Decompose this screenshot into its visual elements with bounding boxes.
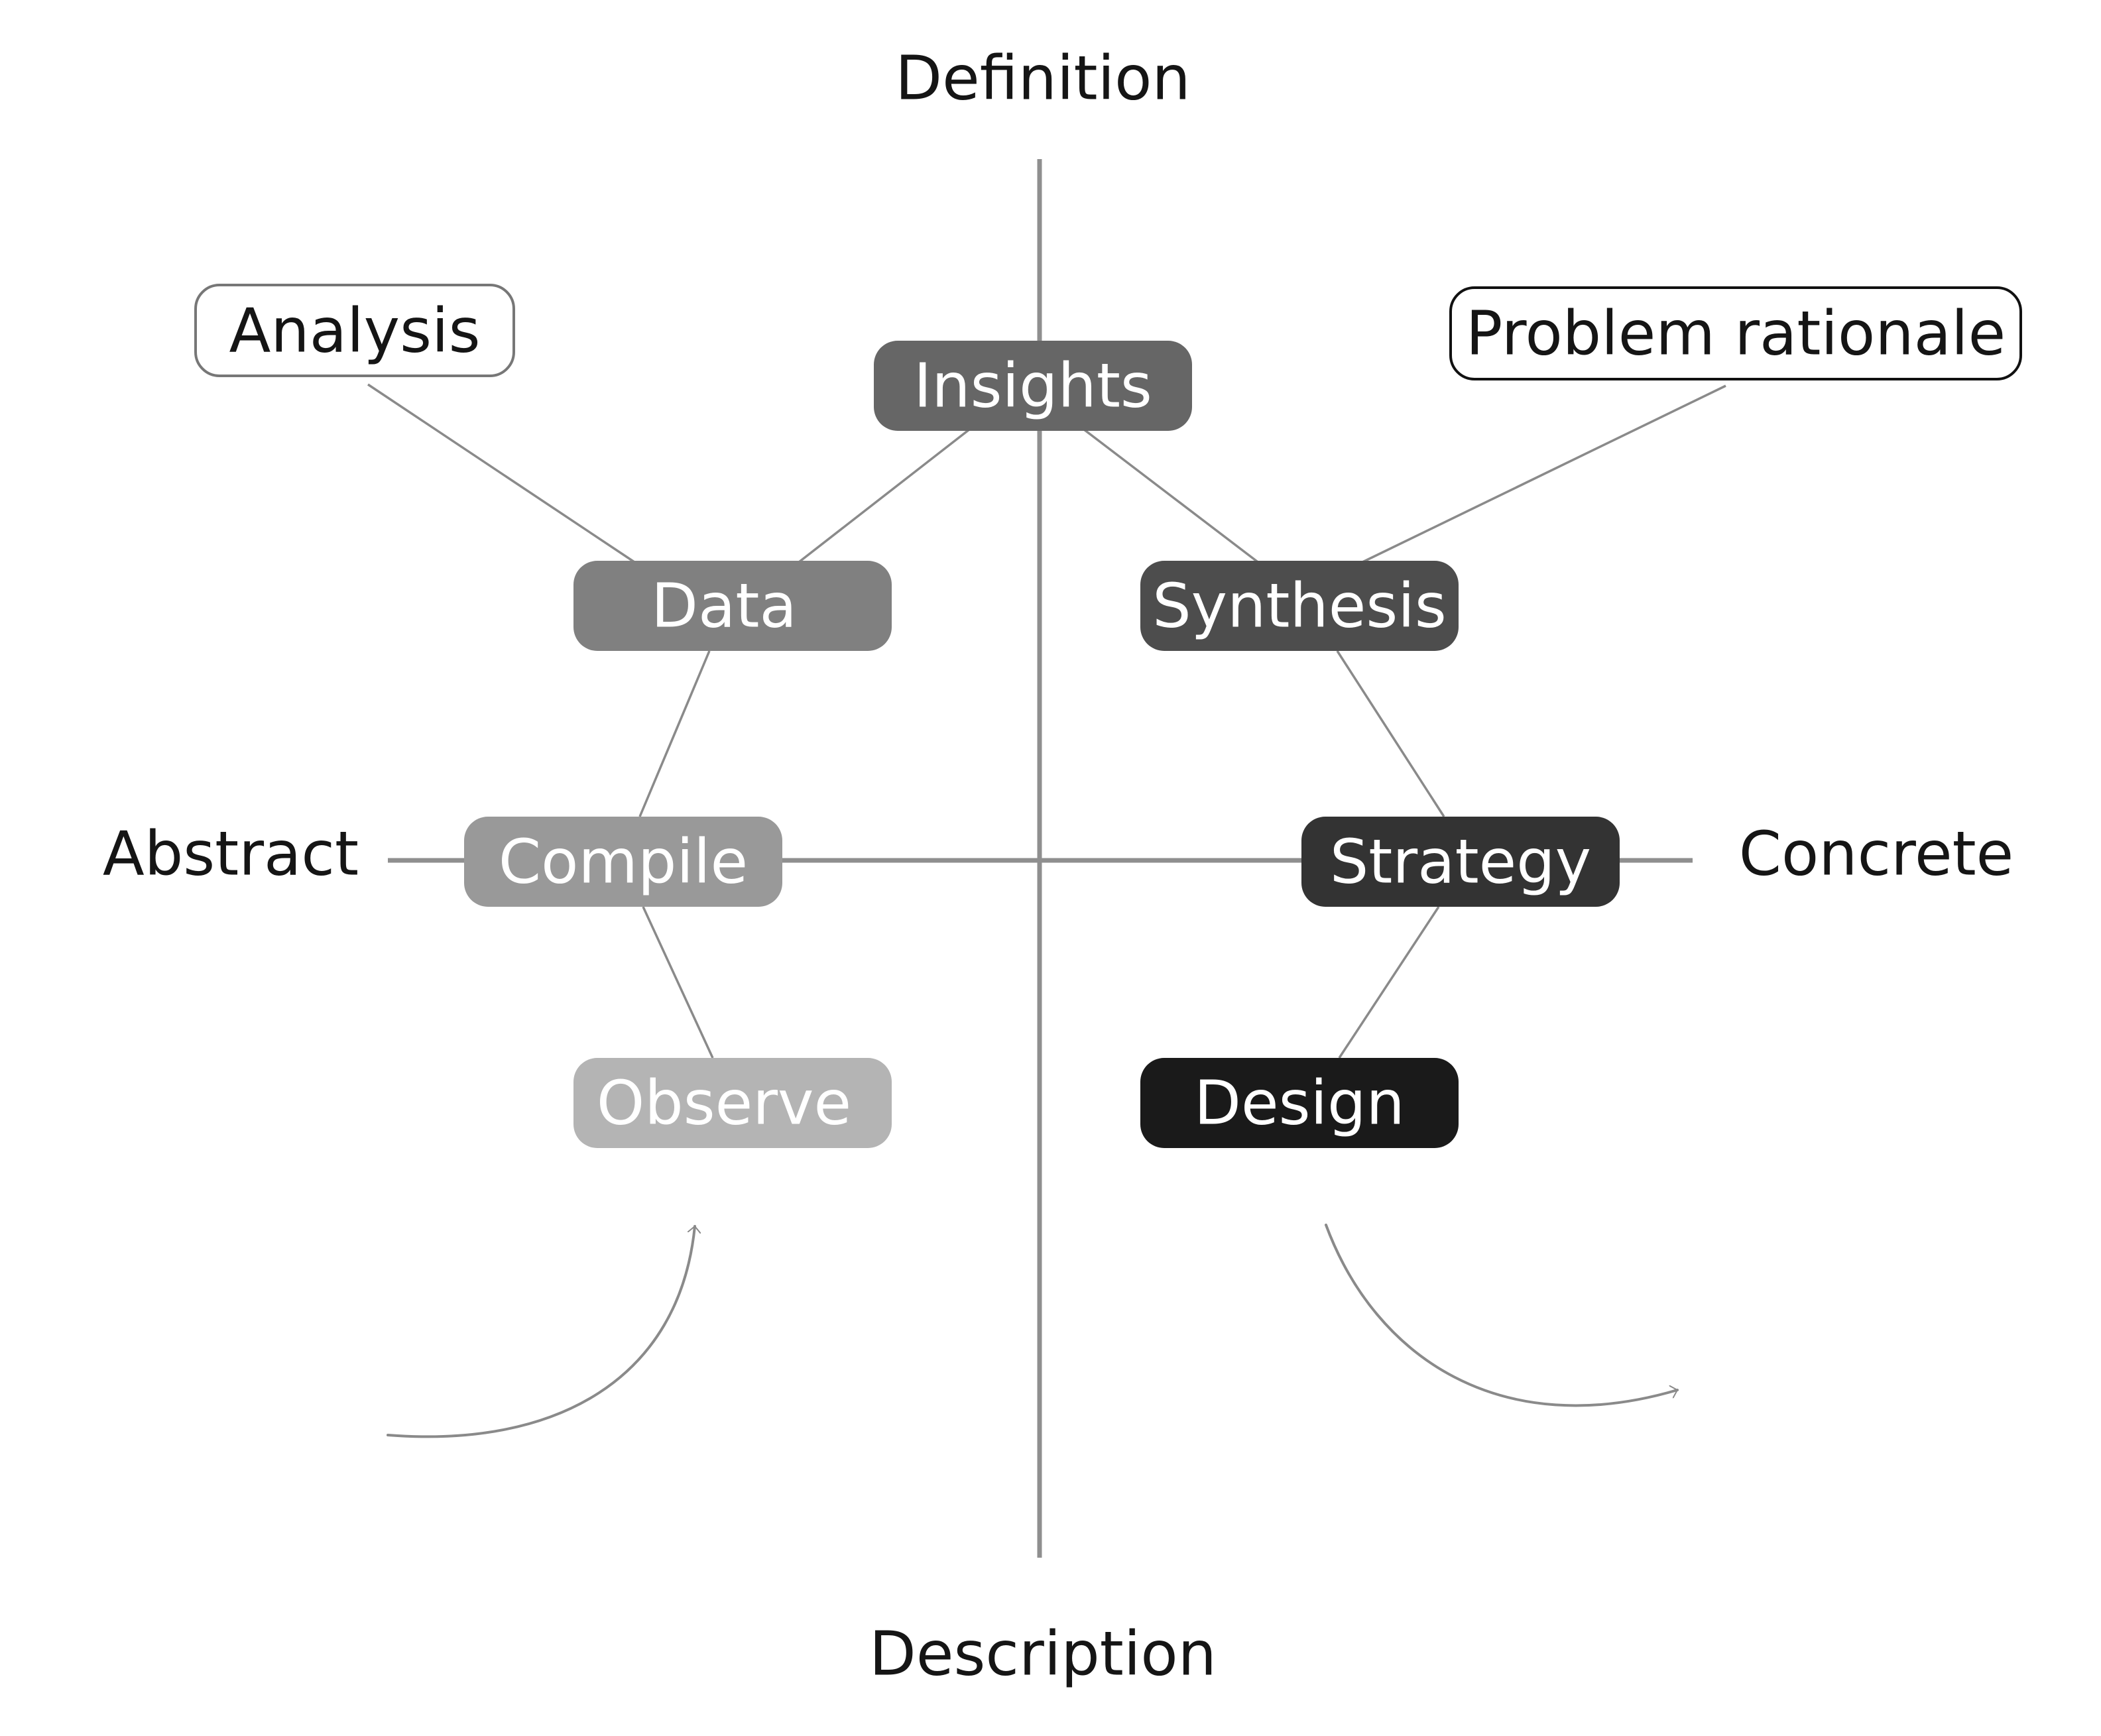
node-observe-pill <box>573 1058 892 1148</box>
connector-problem-rationale-synthesis <box>1362 384 1726 563</box>
connector-data-compile <box>638 650 711 817</box>
node-insights-pill <box>874 341 1192 431</box>
connector-data-insights <box>798 428 971 563</box>
outgoing-flow-arrow <box>1325 1224 1679 1407</box>
node-design-pill <box>1140 1058 1459 1148</box>
connector-strategy-design <box>1338 906 1440 1059</box>
node-compile: Compile <box>464 817 782 907</box>
callout-analysis-label: Analysis <box>229 296 480 367</box>
callout-analysis: Analysis <box>194 284 515 377</box>
node-synthesis-pill <box>1140 561 1459 651</box>
node-synthesis-label: Synthesis <box>1152 571 1447 642</box>
axis-label-top: Definition <box>895 43 1191 114</box>
axis-label-left: Abstract <box>103 819 359 890</box>
node-data: Data <box>573 561 892 651</box>
axis-label-bottom: Description <box>869 1619 1217 1690</box>
node-compile-pill <box>464 817 782 907</box>
node-compile-label: Compile <box>499 827 748 897</box>
node-strategy: Strategy <box>1301 817 1620 907</box>
node-data-label: Data <box>651 571 797 642</box>
callout-problem-rationale-box <box>1449 286 2022 380</box>
callout-problem-rationale-label: Problem rationale <box>1466 298 2006 369</box>
axis-label-right: Concrete <box>1739 819 2014 890</box>
connector-compile-observe <box>642 906 714 1059</box>
node-insights: Insights <box>874 341 1192 431</box>
incoming-flow-arrow <box>387 1225 695 1438</box>
node-design: Design <box>1140 1058 1459 1148</box>
callout-analysis-box <box>194 284 515 377</box>
node-synthesis: Synthesis <box>1140 561 1459 651</box>
connector-synthesis-strategy <box>1336 650 1445 817</box>
callout-problem-rationale: Problem rationale <box>1449 286 2022 380</box>
node-observe: Observe <box>573 1058 892 1148</box>
node-insights-label: Insights <box>914 351 1152 422</box>
node-observe-label: Observe <box>597 1068 851 1139</box>
node-design-label: Design <box>1194 1068 1405 1139</box>
node-data-pill <box>573 561 892 651</box>
node-strategy-label: Strategy <box>1330 827 1591 897</box>
connector-insights-synthesis <box>1083 428 1261 565</box>
connector-analysis-data <box>367 383 637 565</box>
node-strategy-pill <box>1301 817 1620 907</box>
